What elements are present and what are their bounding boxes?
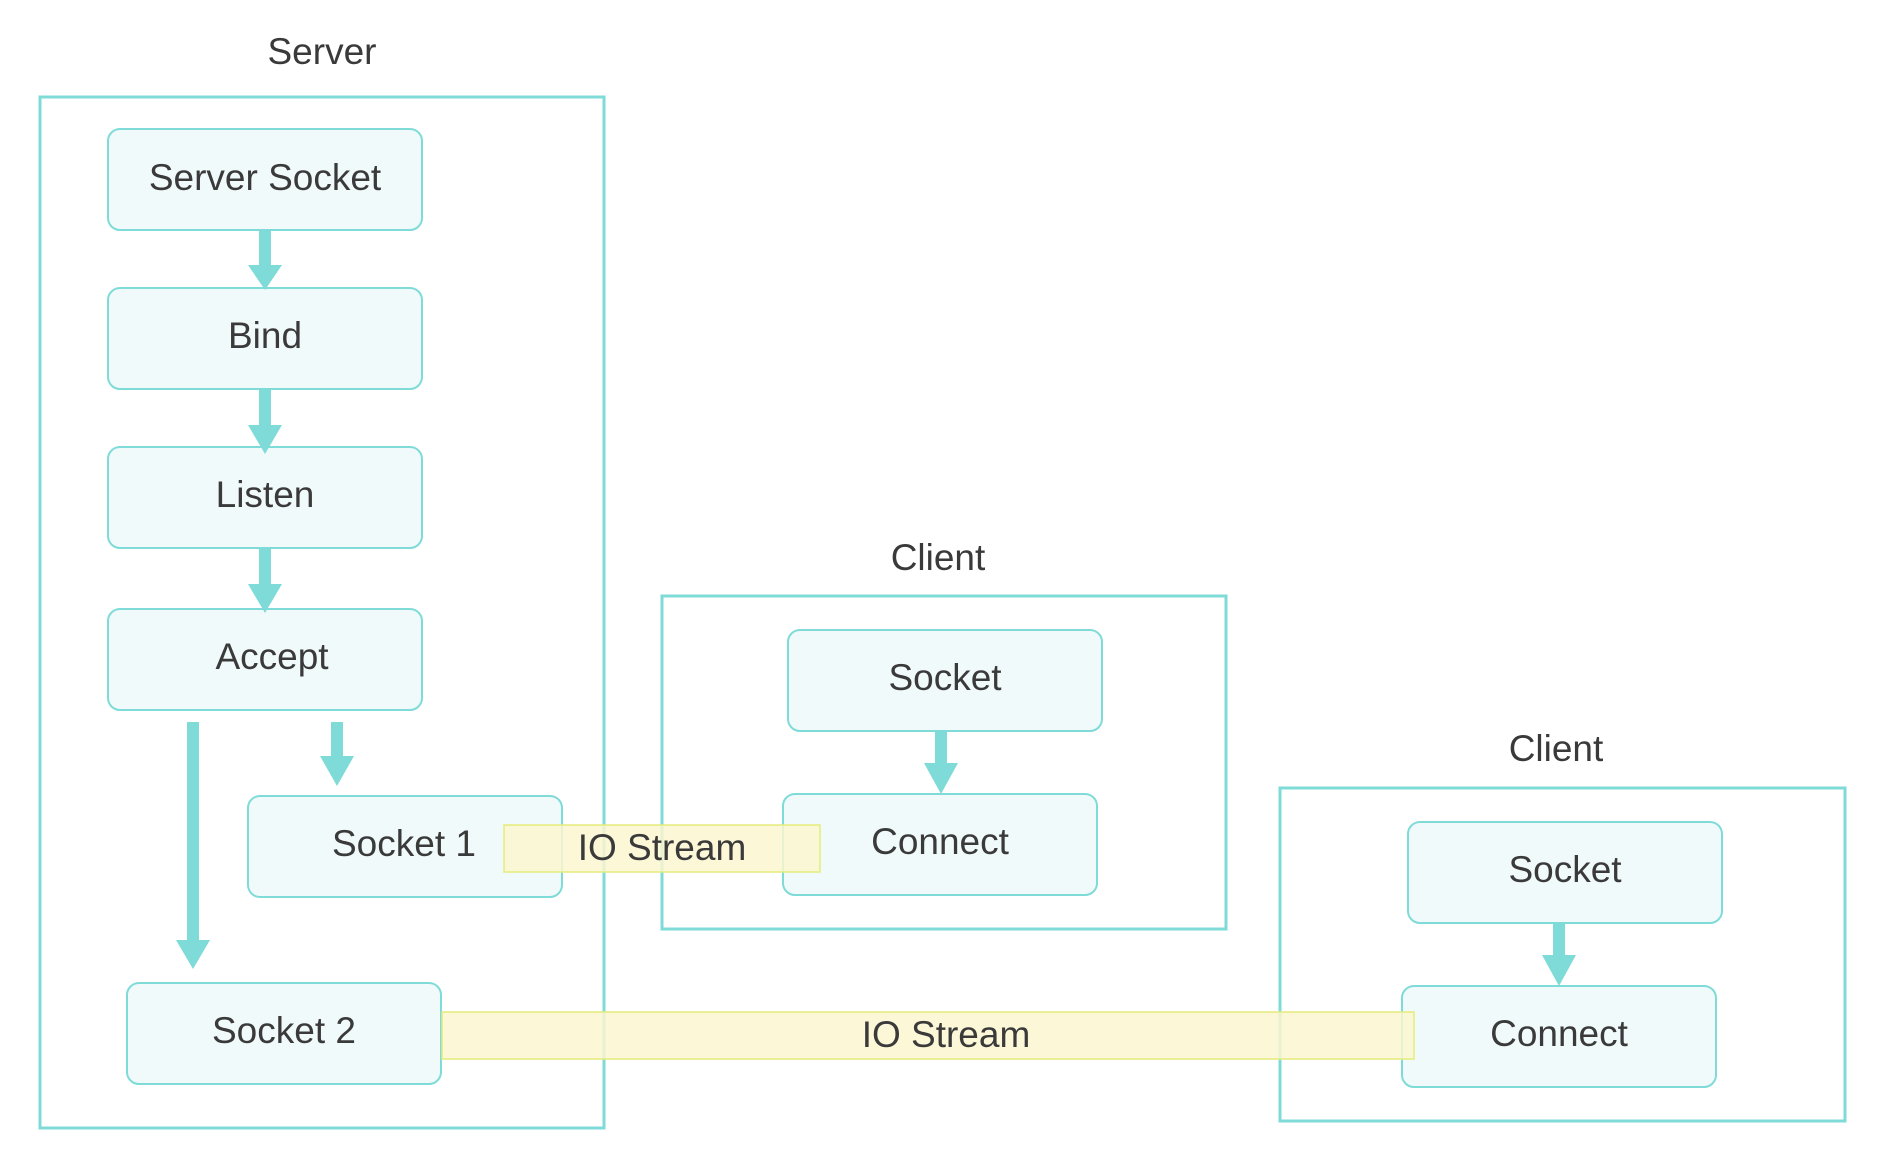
server-group-title: Server	[268, 31, 377, 72]
io-stream-2-band	[441, 1011, 1415, 1060]
accept-label: Accept	[215, 636, 329, 677]
socket2-node	[126, 982, 442, 1085]
client1-group-title: Client	[891, 537, 986, 578]
socket1-label: Socket 1	[332, 823, 476, 864]
arrow-listen-to-accept	[248, 548, 282, 613]
listen-label: Listen	[216, 474, 315, 515]
arrow-server-socket-to-bind	[248, 229, 282, 290]
server-socket-label: Server Socket	[149, 157, 382, 198]
client1-connect-label: Connect	[871, 821, 1010, 862]
server-group-frame	[38, 95, 606, 1130]
client2-group-frame	[1278, 786, 1847, 1123]
client2-connect-label: Connect	[1490, 1013, 1629, 1054]
client1-socket-label: Socket	[888, 657, 1002, 698]
socket2-label: Socket 2	[212, 1010, 356, 1051]
arrow-client1-socket-to-connect	[924, 731, 958, 794]
client2-group-title: Client	[1509, 728, 1604, 769]
arrow-bind-to-listen	[248, 389, 282, 454]
arrow-accept-to-socket2	[176, 722, 210, 969]
arrow-accept-to-socket1	[320, 722, 354, 786]
client2-socket-label: Socket	[1508, 849, 1622, 890]
client1-group-frame	[660, 594, 1228, 931]
io-stream-1-band	[503, 824, 821, 873]
bind-label: Bind	[228, 315, 302, 356]
io-stream-1-label: IO Stream	[578, 827, 747, 868]
io-stream-2-label: IO Stream	[862, 1014, 1031, 1055]
arrow-client2-socket-to-connect	[1542, 923, 1576, 986]
